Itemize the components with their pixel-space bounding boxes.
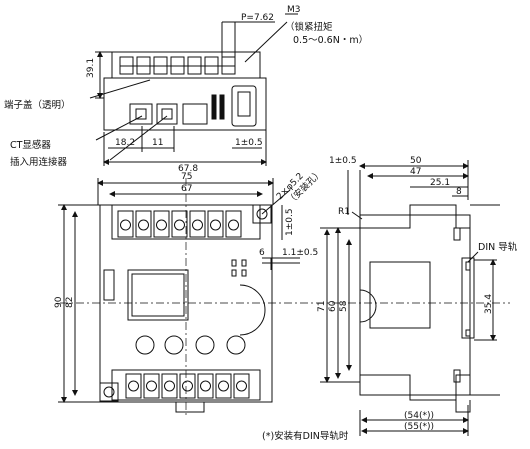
side-dim-50: 50 xyxy=(410,156,422,166)
dim-67-8: 67.8 xyxy=(178,164,198,174)
front-view xyxy=(58,178,510,418)
dim-6: 6 xyxy=(259,248,265,258)
cover-label: 端子盖（透明） xyxy=(4,99,71,111)
ct-label: CT显感器 xyxy=(10,139,51,151)
side-dim-47: 47 xyxy=(410,167,421,177)
footnote: (*)安装有DIN导轨时 xyxy=(262,430,349,442)
side-dim-tolerance: 1±0.5 xyxy=(329,156,357,166)
top-height-label: 39.1 xyxy=(86,58,96,78)
side-dim-25-1: 25.1 xyxy=(430,178,450,188)
side-height-71: 71 xyxy=(317,301,327,312)
dim-1-1: 1.1±0.5 xyxy=(282,248,318,258)
side-dim-54: (54(*)) xyxy=(404,411,434,421)
connector-label: 插入用连接器 xyxy=(10,156,68,168)
din-rail-label: DIN 导轨 xyxy=(478,241,518,253)
top-view xyxy=(89,13,298,166)
pitch-label: P=7.62 xyxy=(241,13,274,23)
front-width-67: 67 xyxy=(181,184,192,194)
side-height-60: 60 xyxy=(328,300,338,312)
side-view xyxy=(320,160,500,436)
side-height-58: 58 xyxy=(339,300,349,312)
top-dim-tolerance: 1±0.5 xyxy=(235,138,263,148)
front-height-82: 82 xyxy=(65,297,75,308)
torque-value: 0.5～0.6N・m） xyxy=(293,34,368,46)
dim-18-2: 18.2 xyxy=(115,138,135,148)
front-height-90: 90 xyxy=(54,296,64,308)
side-dim-55: (55(*)) xyxy=(404,422,434,432)
side-dim-8: 8 xyxy=(456,187,462,197)
front-top-terminals xyxy=(117,210,242,238)
front-bottom-terminals xyxy=(125,373,250,399)
dim-11: 11 xyxy=(152,138,163,148)
screw-label: M3 xyxy=(287,5,301,15)
front-dim-tolerance: 1±0.5 xyxy=(285,208,295,236)
r1-label: R1 xyxy=(338,207,350,217)
side-dim-35-4: 35.4 xyxy=(484,294,494,314)
torque-title: （锁紧扭矩 xyxy=(285,21,333,33)
front-width-75: 75 xyxy=(181,172,192,182)
top-terminal-screws xyxy=(119,56,236,75)
